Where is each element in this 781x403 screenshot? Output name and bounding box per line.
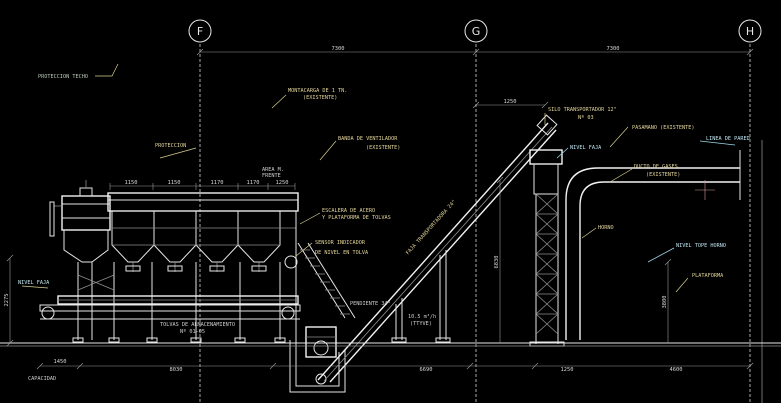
label-capacidad-left: CAPACIDAD xyxy=(28,376,56,382)
vertical-dimensions: 2275 6830 3800 xyxy=(4,176,672,347)
label-area-1: AREA M. xyxy=(262,167,284,173)
dim-b2: 8030 xyxy=(170,367,183,373)
dim-s5: 1250 xyxy=(276,180,289,186)
label-tolvas-1: TOLVAS DE ALMACENAMIENTO xyxy=(160,322,235,328)
dim-b1: 1450 xyxy=(54,359,67,365)
dim-v2: 6830 xyxy=(494,256,500,269)
label-ducto-1: DUCTO DE GASES xyxy=(634,164,678,170)
label-area-2: FRENTE xyxy=(262,173,281,179)
label-nivel-tope: NIVEL TOPE HORNO xyxy=(676,243,726,249)
label-linea-pared: LINEA DE PARED xyxy=(706,136,750,142)
dim-v1: 2275 xyxy=(4,294,10,307)
elevator-tower xyxy=(529,149,565,347)
dim-s1: 1150 xyxy=(125,180,138,186)
staircase xyxy=(297,242,356,319)
leader-lines xyxy=(21,63,736,293)
hopper-structure: 1150 1150 1170 1170 1250 xyxy=(39,180,301,343)
axis-f-label: F xyxy=(197,25,203,38)
label-proteccion-techo: PROTECCION TECHO xyxy=(38,74,88,80)
label-escalera-1: ESCALERA DE ACERO xyxy=(322,208,375,214)
label-escalera-2: Y PLATAFORMA DE TOLVAS xyxy=(322,215,391,221)
axis-bubble-h xyxy=(738,19,762,43)
axis-bubble-g xyxy=(464,19,488,43)
label-sensor-2: DE NIVEL EN TOLVA xyxy=(315,250,369,256)
dim-s2: 1150 xyxy=(168,180,181,186)
label-pasamanos: PASAMANO (EXISTENTE) xyxy=(632,125,694,131)
label-silo-1: SILO TRANSPORTADOR 12" xyxy=(548,107,617,113)
axis-bubble-f xyxy=(188,19,212,43)
axis-h-label: H xyxy=(746,25,754,38)
dim-gh: 7300 xyxy=(607,46,620,52)
label-proteccion: PROTECCION xyxy=(155,143,186,149)
label-montacarga-2: (EXISTENTE) xyxy=(303,95,337,101)
dim-s4: 1170 xyxy=(247,180,260,186)
label-sensor-1: SENSOR INDICADOR xyxy=(315,240,366,246)
dim-s3: 1170 xyxy=(211,180,224,186)
label-capacidad-1: 10.5 m³/h xyxy=(408,314,436,320)
label-tolvas-2: Nº 01-05 xyxy=(180,329,205,335)
label-inclinacion: PENDIENTE 34° xyxy=(350,301,391,307)
label-capacidad-2: (TTYVE) xyxy=(410,321,432,327)
axis-g-label: G xyxy=(472,25,481,38)
label-montacarga-1: MONTACARGA DE 1 TN. xyxy=(288,88,347,94)
gas-duct xyxy=(565,150,741,340)
axis-grid: F G H xyxy=(188,19,762,403)
dim-b5: 4600 xyxy=(670,367,683,373)
label-horno: HORNO xyxy=(598,225,614,231)
inclined-conveyor xyxy=(317,114,558,383)
dim-b4: 1250 xyxy=(561,367,574,373)
label-nivel-faja-left: NIVEL FAJA xyxy=(18,280,50,286)
label-nivel-faja: NIVEL FAJA xyxy=(570,145,602,151)
label-banda-2: (EXISTENTE) xyxy=(366,145,400,151)
annotations: PROTECCION TECHO MONTACARGA DE 1 TN. (EX… xyxy=(18,74,750,382)
dim-b3: 6690 xyxy=(420,367,433,373)
dim-g-offset: 1250 xyxy=(504,99,517,105)
label-banda-1: BANDA DE VENTILADOR xyxy=(338,136,398,142)
label-ducto-2: (EXISTENTE) xyxy=(646,172,680,178)
top-dimensions: 7300 7300 1250 xyxy=(196,46,754,109)
dim-v3: 3800 xyxy=(662,296,668,309)
bottom-dimensions: 1450 8030 6690 1250 4600 xyxy=(36,359,754,373)
dim-fg: 7300 xyxy=(332,46,345,52)
label-silo-2: Nº 03 xyxy=(578,115,594,121)
label-plataforma: PLATAFORMA xyxy=(692,273,724,279)
